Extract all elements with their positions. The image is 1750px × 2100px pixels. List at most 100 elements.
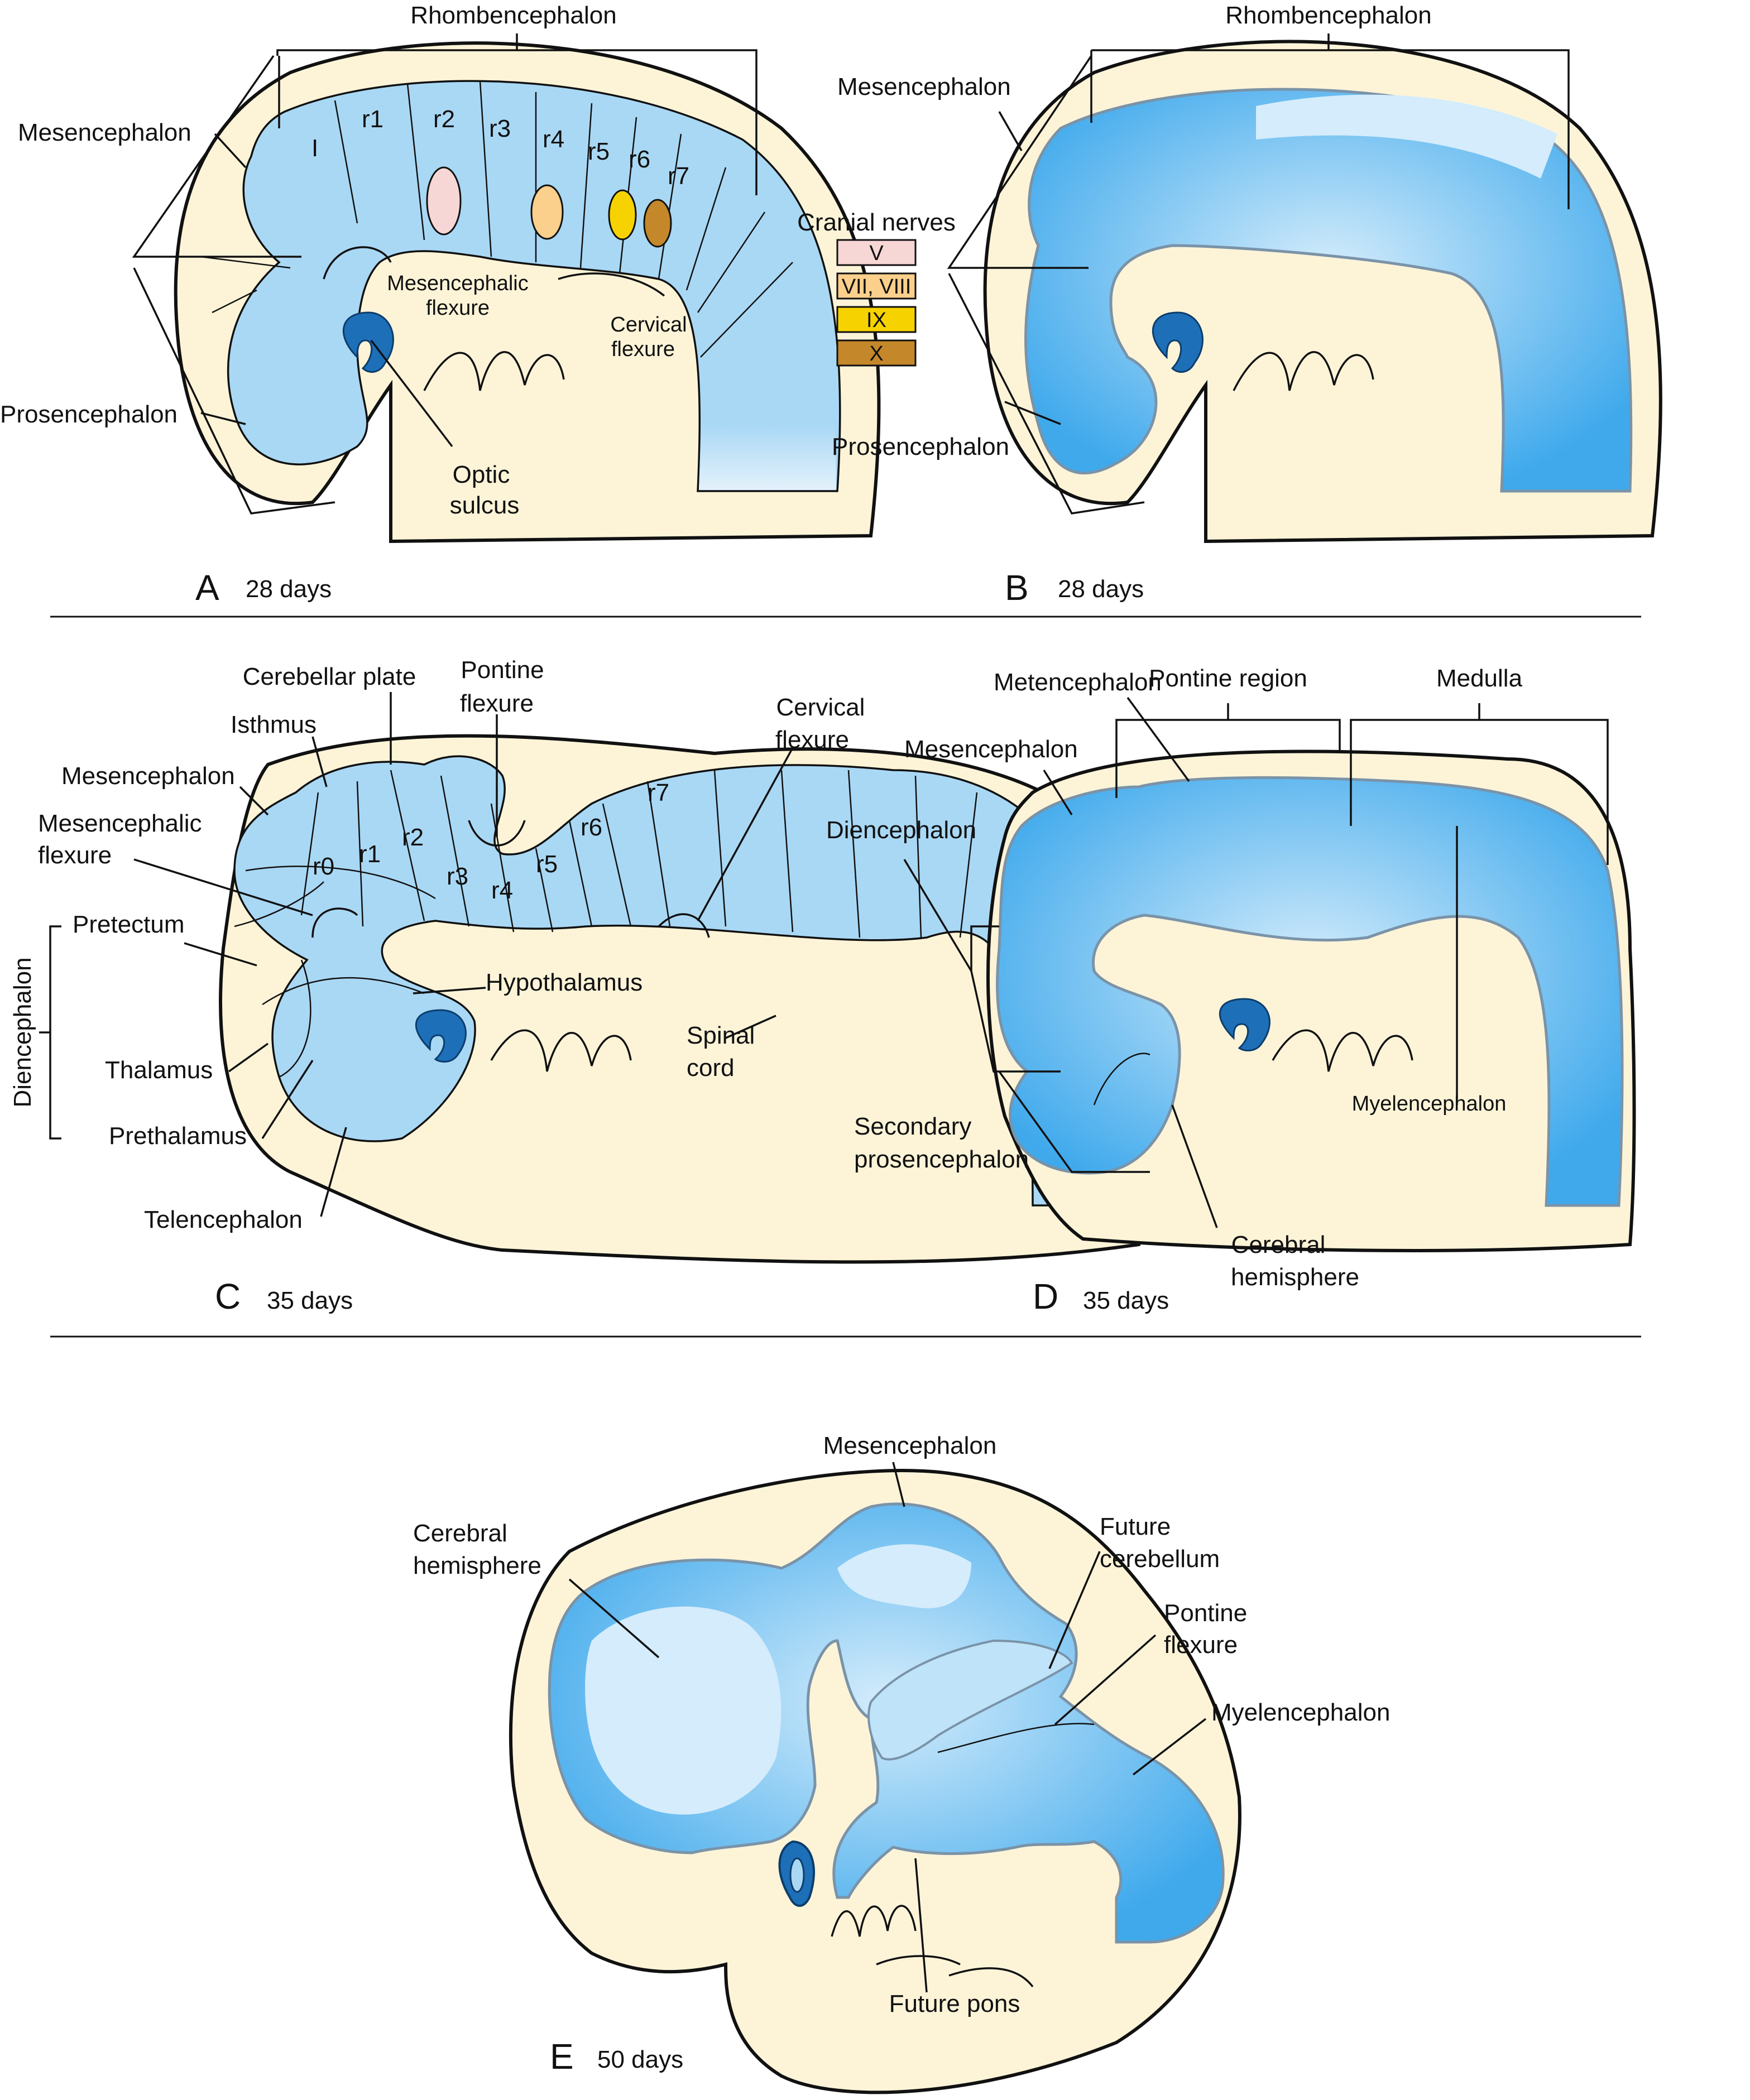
optic-sulcus-shape	[1152, 311, 1204, 373]
segment-label: r0	[313, 853, 334, 880]
segment-label: r3	[447, 863, 468, 890]
rhombencephalon-label: Rhombencephalon	[1225, 2, 1431, 29]
mesencephalon-pointer	[214, 133, 247, 169]
neural-tube	[1024, 88, 1633, 493]
mesencephalic-flexure-pointer	[133, 858, 313, 916]
segment-label: r1	[359, 840, 381, 868]
segment-boundary	[279, 959, 311, 1078]
cerebral-hemisphere-label: Cerebral	[413, 1520, 507, 1547]
pretectum-label: Pretectum	[73, 911, 185, 938]
mesencephalic-flexure-arrow	[323, 246, 392, 280]
telencephalon-label: Telencephalon	[144, 1206, 303, 1233]
isthmus-label: Isthmus	[231, 711, 317, 738]
mesencephalon-label: Mesencephalon	[823, 1432, 997, 1459]
future-cerebellum-shape	[867, 1639, 1073, 1761]
mesencephalon-label: Mesencephalon	[837, 73, 1011, 100]
mesencephalon-pointer	[892, 1462, 905, 1507]
secondary-prosencephalon-label: prosencephalon	[854, 1146, 1029, 1173]
mesencephalon-pointer	[239, 786, 269, 816]
pharyngeal-arches	[1272, 1029, 1413, 1072]
segment-boundary	[700, 262, 793, 358]
hypothalamus-pointer	[413, 987, 486, 994]
segment-boundary	[568, 820, 593, 927]
segment-label: r6	[629, 146, 650, 173]
optic-sulcus-shape	[415, 1009, 467, 1063]
mesencephalon-pointer	[1043, 770, 1073, 815]
panel-letter: D	[1033, 1276, 1058, 1316]
diencephalon-bracket	[970, 925, 1061, 1073]
legend-label: IX	[866, 309, 886, 332]
panel-letter: E	[550, 2036, 574, 2077]
segment-boundary	[579, 103, 593, 268]
telencephalon-pointer	[320, 1127, 347, 1217]
segment-boundary	[602, 803, 632, 927]
cerebral-hemisphere-interior	[585, 1606, 781, 1815]
future-cerebellum-label: cerebellum	[1100, 1545, 1220, 1573]
segment-boundary	[490, 803, 515, 933]
optic-sulcus-shape	[342, 311, 394, 373]
prethalamus-label: Prethalamus	[109, 1122, 247, 1150]
cervical-flexure-label: Cervical	[776, 694, 865, 721]
spinal-cord-label: cord	[687, 1054, 735, 1082]
pontine-flexure-label: Pontine	[1164, 1599, 1247, 1627]
segment-boundary	[212, 289, 257, 314]
cervical-cord-fade	[699, 424, 836, 490]
spinal-cord-pointer	[725, 1015, 776, 1039]
cervical-flexure-label: flexure	[775, 726, 849, 753]
panel-c: Cerebellar plate Isthmus Pontine flexure…	[9, 656, 1145, 1316]
panel-age: 50 days	[597, 2046, 683, 2073]
segment-boundary	[234, 881, 324, 928]
mesencephalon-interior	[837, 1544, 971, 1608]
segment-boundary	[200, 256, 291, 269]
legend-swatch-v	[836, 239, 917, 266]
cerebral-hemisphere-label: hemisphere	[1231, 1263, 1359, 1291]
legend-swatch-x	[836, 339, 917, 367]
segment-boundary	[646, 781, 671, 927]
segment-boundary	[245, 866, 436, 900]
metencephalon-pointer	[1126, 696, 1190, 782]
rhombencephalon-roof	[1256, 94, 1557, 179]
mesencephalon-label: Mesencephalon	[904, 736, 1078, 763]
optic-sulcus-shape	[1219, 998, 1270, 1051]
future-pons-label: Future pons	[889, 1990, 1020, 2017]
segment-label: r2	[402, 824, 424, 851]
secondary-prosencephalon-bracket	[998, 1070, 1150, 1173]
nerve-v-blob	[426, 166, 462, 236]
panel-letter: C	[215, 1276, 241, 1316]
segment-boundary	[780, 770, 794, 933]
cervical-flexure-label: Cervical	[610, 313, 687, 337]
segment-boundary	[847, 770, 861, 938]
mesencephalic-flexure-arrow	[311, 907, 358, 938]
region-bracket	[132, 55, 335, 515]
mesencephalic-flexure-label: Mesencephalic	[38, 810, 202, 837]
mesencephalon-label: Mesencephalon	[18, 119, 191, 146]
label-bracket	[1091, 49, 1570, 209]
cervical-flexure-pointer	[697, 747, 794, 921]
segment-boundary	[334, 100, 358, 224]
segment-boundary	[406, 83, 425, 241]
pontine-flexure-label: flexure	[460, 690, 534, 717]
segment-label: r4	[491, 877, 513, 904]
legend-label: V	[869, 242, 884, 265]
pretectum-pointer	[184, 942, 257, 967]
panel-e: Mesencephalon Cerebral hemisphere Future…	[413, 1432, 1390, 2094]
cerebellar-plate-label: Cerebellar plate	[243, 663, 416, 690]
segment-boundary	[959, 792, 978, 938]
pontine-region-bracket	[1115, 719, 1341, 798]
diencephalon-label: Diencephalon	[9, 957, 36, 1107]
mesencephalon-pointer	[998, 111, 1023, 151]
thalamus-label: Thalamus	[105, 1056, 213, 1084]
region-bracket	[947, 55, 1145, 515]
pontine-flexure-pointer	[1054, 1634, 1157, 1726]
cervical-flexure-label: flexure	[611, 338, 675, 361]
cerebral-hemisphere-pointer	[568, 1578, 660, 1659]
segment-label: r7	[668, 162, 689, 190]
segment-boundary	[713, 770, 727, 927]
lens	[789, 1857, 805, 1893]
cervical-flexure-arrow	[658, 913, 710, 938]
optic-pointer	[370, 339, 453, 448]
segment-boundary	[262, 977, 425, 1006]
legend-title: Cranial nerves	[797, 209, 956, 236]
segment-boundary	[685, 167, 727, 291]
neural-tube	[996, 776, 1624, 1207]
